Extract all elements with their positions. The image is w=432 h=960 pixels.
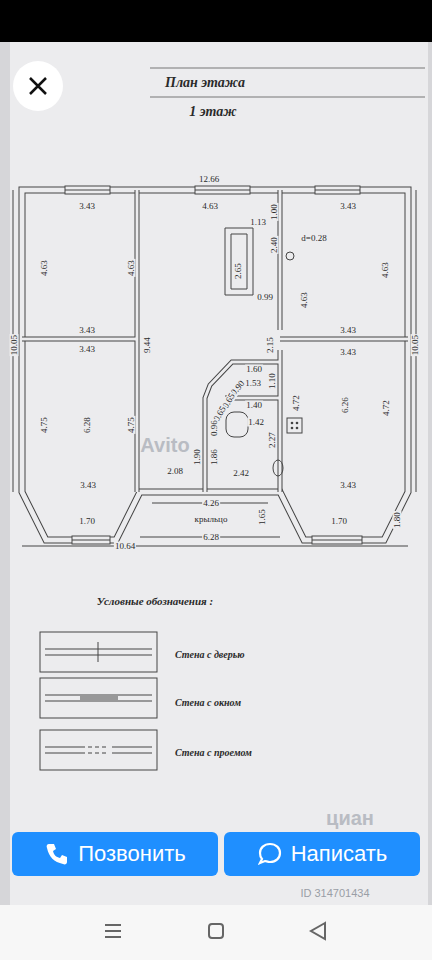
dimension-label: 4.75 — [127, 416, 136, 434]
floor-label: 1 этаж — [188, 105, 237, 119]
phone-icon — [44, 841, 70, 867]
dimension-label: 1.13 — [249, 218, 267, 227]
dimension-label: 1.70 — [78, 517, 96, 526]
dimension-label: 1.00 — [270, 203, 279, 221]
dimension-label: 2.40 — [270, 236, 279, 254]
dimension-label: крыльцо — [194, 515, 229, 524]
dimension-label: 3.43 — [339, 326, 357, 335]
dimension-label: 4.63 — [300, 291, 309, 309]
dimension-label: 3.43 — [339, 348, 357, 357]
dimension-label: 1.40 — [245, 401, 263, 410]
dimension-label: 0.99 — [256, 293, 274, 302]
dimension-label: 1.86 — [210, 448, 219, 466]
chat-icon — [257, 841, 283, 867]
dimension-label: 2.15 — [266, 336, 275, 354]
dimension-label: 10.64 — [114, 542, 136, 551]
dimension-label: 0.96 — [210, 419, 219, 437]
dimension-label: 2.42 — [232, 469, 250, 478]
dimension-label: 4.72 — [382, 399, 391, 417]
dimension-label: 10.05 — [10, 334, 19, 356]
dimension-label: 4.63 — [40, 259, 49, 277]
dimension-label: 3.43 — [339, 202, 357, 211]
paper-sheet — [10, 42, 428, 905]
dimension-label: 10.05 — [411, 334, 420, 356]
dimension-label: 4.63 — [381, 261, 390, 279]
dimension-label: 2.65 — [234, 262, 243, 280]
dimension-label: 1.70 — [330, 517, 348, 526]
legend-text: Стена с проемом — [175, 747, 252, 758]
dimension-label: 6.26 — [341, 396, 350, 414]
dimension-label: 1.42 — [247, 418, 265, 427]
dimension-label: 1.60 — [245, 365, 263, 374]
legend-heading: Условные обозначения : — [96, 596, 214, 607]
dimension-label: 3.43 — [79, 481, 97, 490]
dimension-label: 4.75 — [40, 416, 49, 434]
legend-text: Стена с дверью — [175, 649, 245, 660]
dimension-label: 3.43 — [78, 345, 96, 354]
action-button: Написать — [224, 832, 420, 876]
button-label: Написать — [291, 841, 388, 867]
dimension-label: 4.72 — [292, 394, 301, 412]
dimension-label: 3.43 — [339, 481, 357, 490]
dimension-label: 6.28 — [83, 416, 92, 434]
dimension-label: 4.26 — [202, 499, 220, 508]
dimension-label: 12.66 — [198, 175, 220, 184]
dimension-label: 4.63 — [127, 259, 136, 277]
action-button: Позвонить — [12, 832, 218, 876]
dimension-label: 2.27 — [268, 431, 277, 449]
dimension-label: 2.08 — [166, 467, 184, 476]
button-label: Позвонить — [78, 841, 186, 867]
dimension-label: 1.10 — [268, 372, 277, 390]
dimension-label: 3.43 — [78, 326, 96, 335]
dimension-label: d=0.28 — [300, 234, 327, 243]
dimension-label: 1.65 — [258, 508, 267, 526]
dimension-label: 1.80 — [393, 511, 402, 529]
watermark: циан — [325, 808, 375, 828]
watermark: Avito — [139, 435, 190, 455]
watermark-id: ID 314701434 — [299, 888, 370, 899]
dimension-label: 6.28 — [202, 533, 220, 542]
dimension-label: 4.63 — [201, 202, 219, 211]
dimension-label: 3.43 — [78, 202, 96, 211]
plan-title: План этажа — [164, 76, 246, 90]
dimension-label: 9.44 — [143, 336, 152, 354]
legend-text: Стена с окном — [175, 697, 241, 708]
dimension-label: 1.90 — [193, 448, 202, 466]
